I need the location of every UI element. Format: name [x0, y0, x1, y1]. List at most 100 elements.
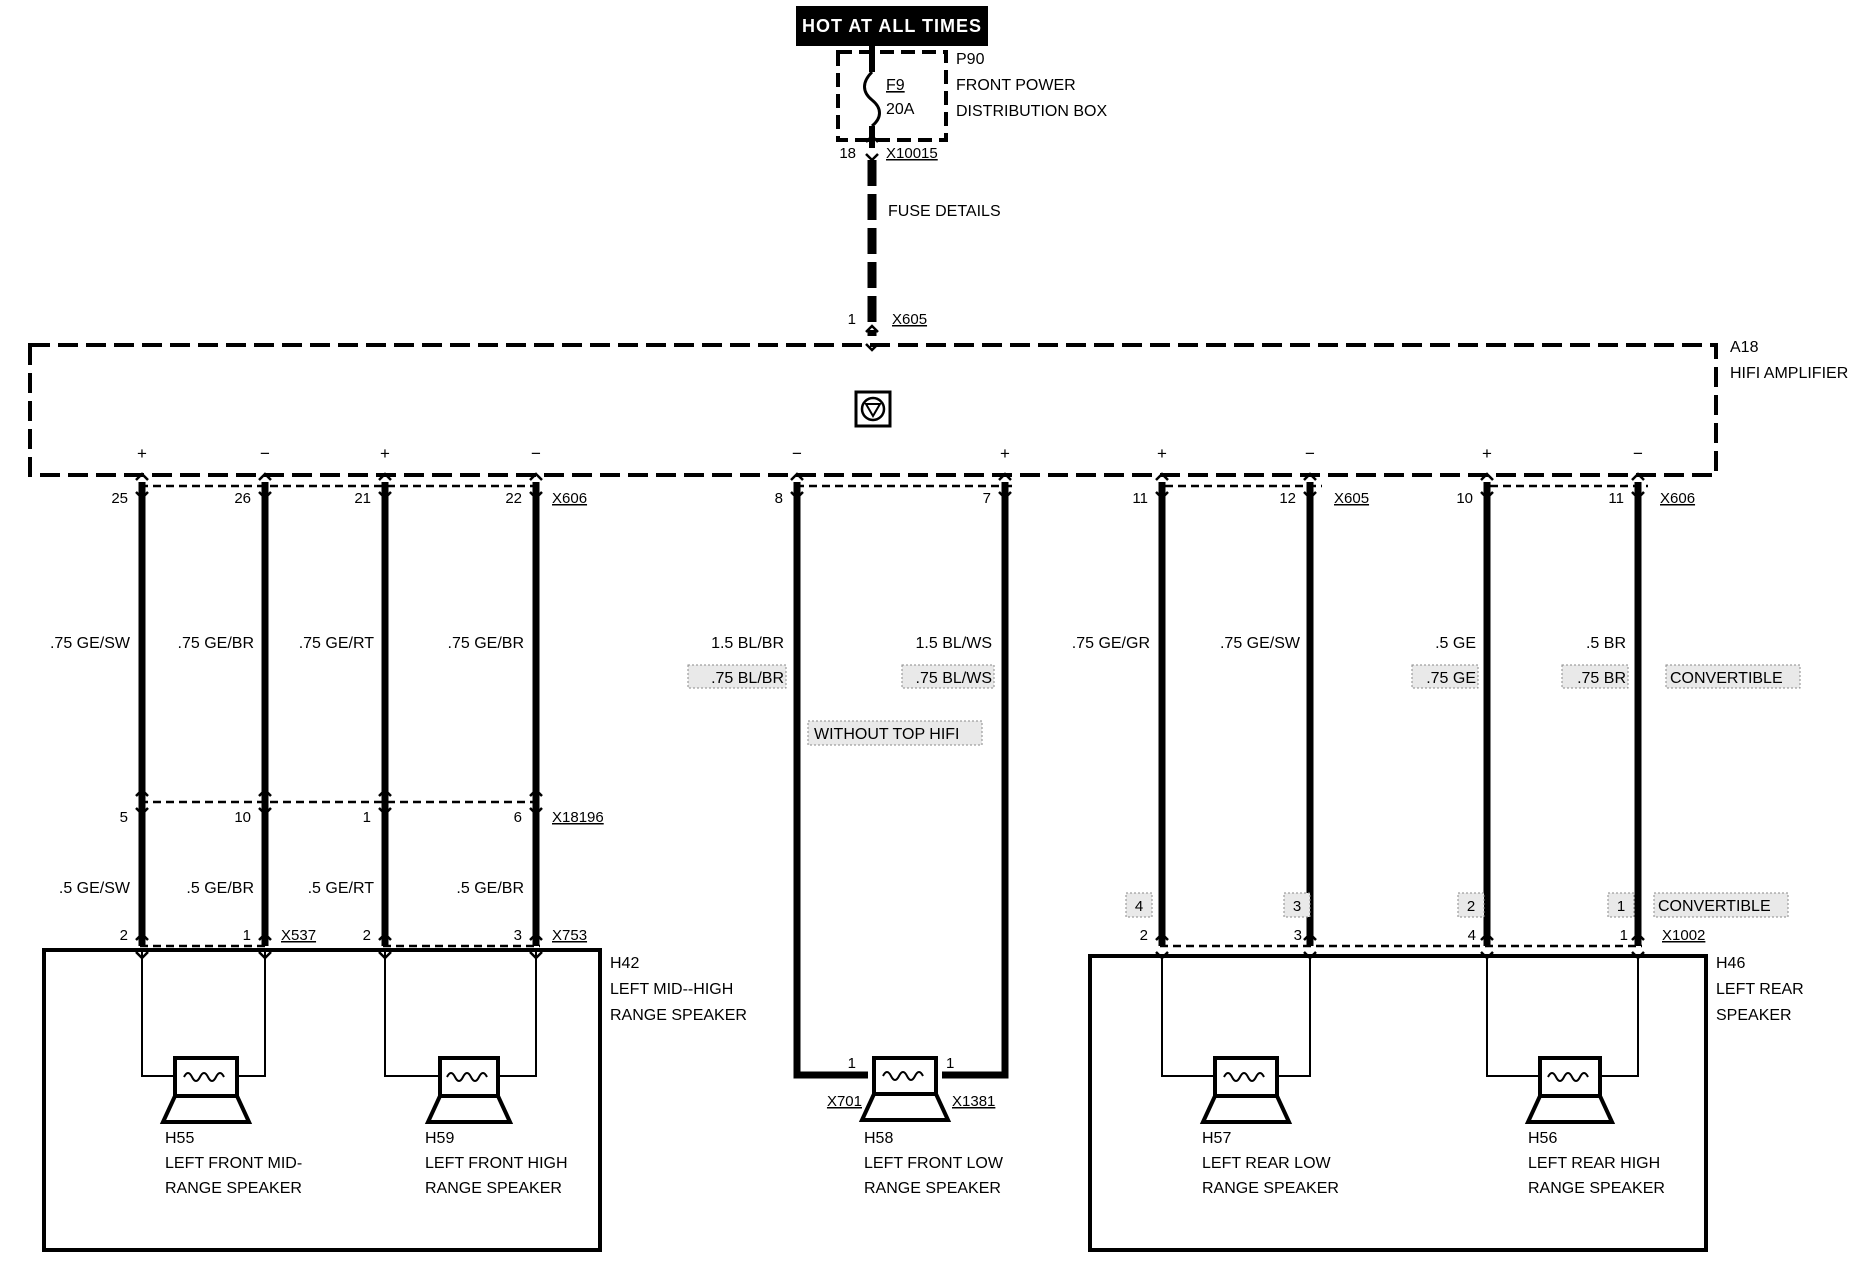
terminal-markers [135, 134, 1645, 960]
inline-pin-1: 1 [363, 809, 371, 826]
fuse-id: F9 [886, 77, 905, 94]
h59-name-line1: LEFT FRONT HIGH [425, 1155, 568, 1172]
terminal-chevron [1303, 951, 1317, 960]
h42-name-line2: RANGE SPEAKER [610, 1007, 747, 1024]
h55-name-line1: LEFT FRONT MID- [165, 1155, 302, 1172]
sign-pin12: − [1305, 444, 1315, 463]
hot-at-all-times-label: HOT AT ALL TIMES [802, 16, 982, 36]
amp-pin-12: 12 [1279, 490, 1296, 507]
amp-pin-10: 10 [1456, 490, 1473, 507]
terminal-chevron [378, 472, 392, 481]
amp-pin-25: 25 [111, 490, 128, 507]
terminal-chevron [529, 491, 543, 500]
convertible-wire-highlight-3 [1411, 664, 1479, 689]
terminal-chevron [1480, 472, 1494, 481]
wire-pin7 [942, 482, 1009, 1079]
terminal-chevron [135, 932, 149, 941]
speaker-icon [858, 1056, 952, 1122]
h56-name-line1: LEFT REAR HIGH [1528, 1155, 1660, 1172]
terminal-chevron [1480, 951, 1494, 960]
amp-pin-7: 7 [983, 490, 991, 507]
lower-wire-label-4: .5 GE/BR [456, 880, 524, 897]
speaker-icon [159, 1056, 253, 1124]
rear-convertible-pin-highlight-1 [1125, 892, 1153, 918]
h58-name-line2: RANGE SPEAKER [864, 1180, 1001, 1197]
x753-id: X753 [552, 927, 587, 944]
lower-wire-label-2: .5 GE/BR [186, 880, 254, 897]
amp-pin-26: 26 [234, 490, 251, 507]
x753-pin-3: 3 [514, 927, 522, 944]
wire-label-pin26: .75 GE/BR [178, 635, 254, 652]
terminal-chevron [378, 788, 392, 797]
x1002-pin-1: 1 [1620, 927, 1628, 944]
h42-enclosure [42, 948, 602, 1252]
rear-convertible-pin-1: 1 [1617, 898, 1625, 915]
wire-label-pin22: .75 GE/BR [448, 635, 524, 652]
amplifier-name: HIFI AMPLIFIER [1730, 365, 1848, 382]
x1002-id: X1002 [1662, 927, 1705, 944]
amp-pin-8: 8 [775, 490, 783, 507]
convertible-wire-label-pin7: .75 BL/WS [916, 670, 992, 687]
terminal-chevron [529, 788, 543, 797]
amp-output-connector-1: X606 [552, 490, 587, 507]
convertible-wire-label-pin8: .75 BL/BR [711, 670, 784, 687]
sign-pin11-front: + [1157, 444, 1167, 463]
without-top-hifi-label: WITHOUT TOP HIFI [814, 726, 960, 743]
terminal-chevron [135, 788, 149, 797]
terminal-chevron [258, 951, 272, 960]
x1381-id: X1381 [952, 1093, 995, 1110]
convertible-wire-highlight-2 [901, 664, 995, 689]
terminal-chevron [258, 932, 272, 941]
terminal-chevron [135, 807, 149, 816]
terminal-chevron [865, 324, 879, 333]
wire-label-pin11-rear: .5 BR [1586, 635, 1626, 652]
terminal-chevron [1155, 472, 1169, 481]
h56-id: H56 [1528, 1130, 1557, 1147]
h57-name-line1: LEFT REAR LOW [1202, 1155, 1332, 1172]
inline-pin-6: 6 [514, 809, 522, 826]
terminal-chevron [529, 932, 543, 941]
terminal-chevron [865, 343, 879, 352]
convertible-label-highlight-lower [1653, 892, 1789, 918]
h46-id: H46 [1716, 955, 1745, 972]
sign-pin25: + [137, 444, 147, 463]
wire-pin8 [793, 482, 868, 1079]
fuse-connector: X10015 [886, 145, 938, 162]
convertible-wire-highlight-1 [687, 664, 787, 689]
x537-id: X537 [281, 927, 316, 944]
h55-leads [141, 950, 175, 1077]
terminal-chevron [258, 807, 272, 816]
rear-convertible-pin-4: 4 [1135, 898, 1143, 915]
x1381-pin: 1 [946, 1055, 954, 1072]
h58-id: H58 [864, 1130, 893, 1147]
amp-pin-22: 22 [505, 490, 522, 507]
sign-pin11-rear: − [1633, 444, 1643, 463]
rear-convertible-pin-highlight-2 [1283, 892, 1311, 918]
h55-name-line2: RANGE SPEAKER [165, 1180, 302, 1197]
wire-label-pin7: 1.5 BL/WS [916, 635, 992, 652]
h59-id: H59 [425, 1130, 454, 1147]
terminal-chevron [1155, 951, 1169, 960]
convertible-label-upper: CONVERTIBLE [1670, 670, 1783, 687]
wire-label-pin10: .5 GE [1435, 635, 1476, 652]
convertible-wire-label-pin11: .75 BR [1577, 670, 1626, 687]
rear-convertible-pin-highlight-4 [1607, 892, 1635, 918]
amplifier-box [28, 343, 1718, 477]
amplifier-id: A18 [1730, 339, 1759, 356]
amp-output-connector-2: X605 [1334, 490, 1369, 507]
amplifier-symbol-icon [854, 390, 892, 428]
terminal-chevron [258, 491, 272, 500]
fuse-details-label: FUSE DETAILS [888, 203, 1001, 220]
h59-leads [384, 950, 440, 1077]
x537-pin-2: 2 [120, 927, 128, 944]
x1002-pin-4: 4 [1468, 927, 1476, 944]
h57-name-line2: RANGE SPEAKER [1202, 1180, 1339, 1197]
terminal-chevron [529, 472, 543, 481]
speaker-icon [1199, 1056, 1293, 1124]
convertible-label-highlight-upper [1665, 664, 1801, 689]
h58-name-line1: LEFT FRONT LOW [864, 1155, 1004, 1172]
terminal-chevron [258, 472, 272, 481]
hot-at-all-times-box [796, 6, 988, 46]
h57-id: H57 [1202, 1130, 1231, 1147]
